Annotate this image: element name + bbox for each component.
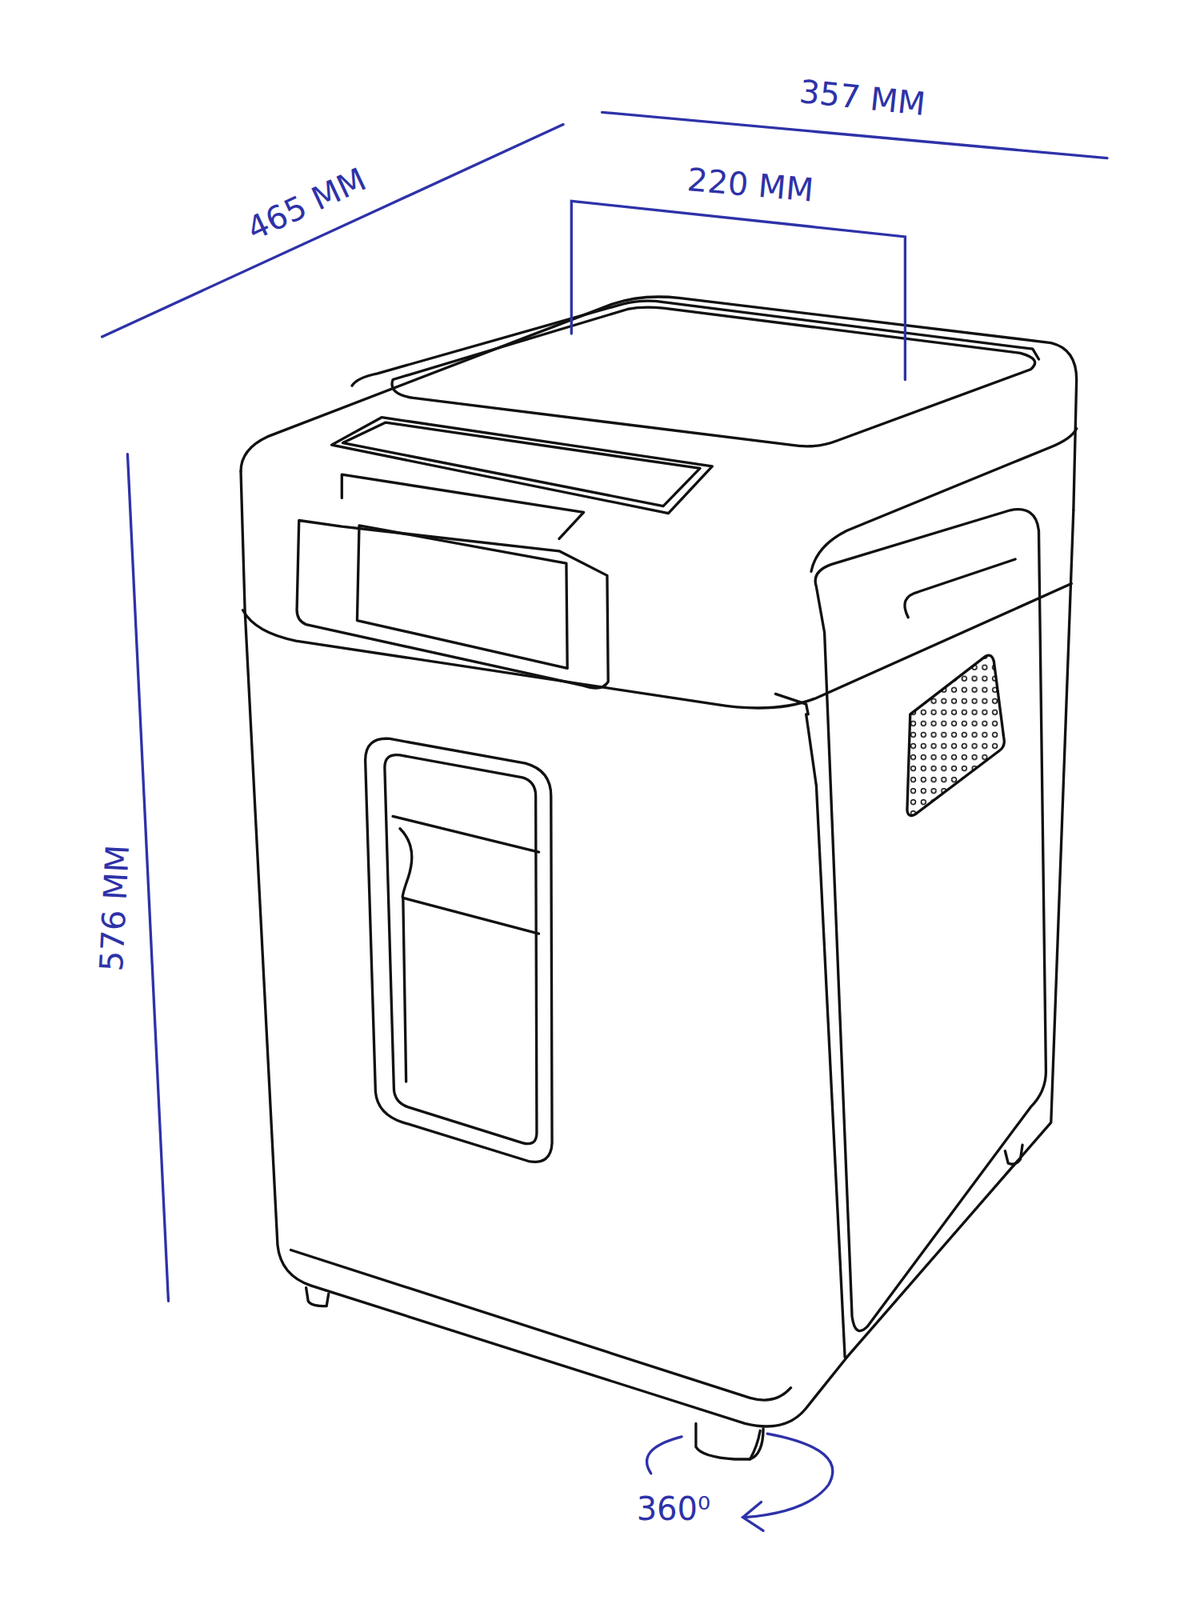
dimension-label: 220 MM: [685, 163, 815, 207]
rotation-arrow: [647, 1436, 683, 1474]
dimension-line: [602, 112, 1108, 158]
arrow-head: [743, 1502, 764, 1532]
dimension-label: 465 MM: [242, 163, 371, 246]
dimension-line: [102, 124, 564, 337]
dimension-label: 357 MM: [797, 75, 927, 120]
dimension-label: 576 MM: [95, 844, 134, 972]
dimension-bracket: [571, 200, 905, 380]
dimension-line: [127, 454, 168, 1302]
dimension-label: 360⁰: [636, 1492, 711, 1525]
